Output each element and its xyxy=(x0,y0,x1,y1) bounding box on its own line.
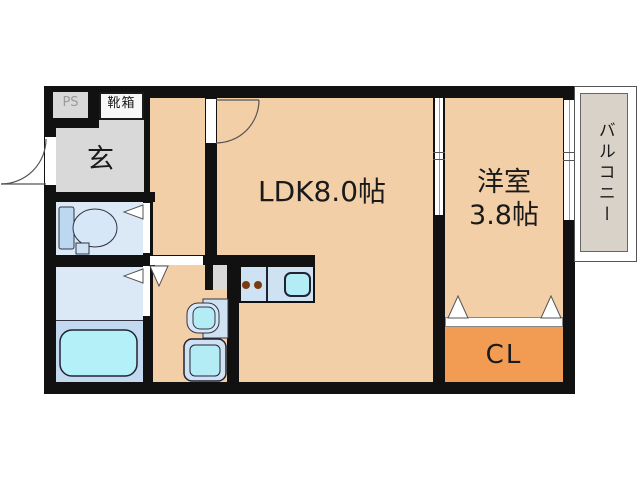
closet-folding-door-icon xyxy=(445,317,563,327)
door-swing-arc-icon xyxy=(0,138,47,185)
window-icon xyxy=(563,152,575,153)
ldk-door-opening xyxy=(206,99,216,143)
wall-horizontal-1 xyxy=(44,192,155,202)
sliding-door-icon xyxy=(433,159,445,160)
pipe-space-label: PS xyxy=(62,95,79,110)
wall-nook-ldk xyxy=(227,255,239,382)
ldk-room-label: LDK8.0帖 xyxy=(257,175,387,208)
stove-burners-icon xyxy=(242,281,250,289)
wall-horizontal-2 xyxy=(44,255,155,267)
wall-duct xyxy=(205,265,213,290)
window-icon xyxy=(563,160,575,161)
kitchen-counter-divider xyxy=(266,267,268,301)
wall-ps-right xyxy=(88,86,99,118)
wall-entrance-right xyxy=(144,98,150,192)
shoe-box xyxy=(99,92,144,120)
western-room-label-line2: 3.8帖 xyxy=(469,200,539,231)
stove-burners-icon xyxy=(254,281,262,289)
shoe-box-label: 靴箱 xyxy=(107,96,136,111)
closet-floor xyxy=(445,327,563,382)
duct-box xyxy=(213,265,227,290)
hallway-door-opening xyxy=(150,256,203,265)
entrance-door-opening xyxy=(45,137,56,185)
wall-ps-below xyxy=(44,118,99,128)
kitchen-sink-icon xyxy=(284,272,311,297)
sliding-door-icon xyxy=(439,98,440,215)
washroom-door-opening xyxy=(143,266,150,316)
toilet-room-floor xyxy=(56,202,143,255)
western-room-label-line1: 洋室 xyxy=(477,167,531,198)
sliding-door-icon xyxy=(433,152,445,153)
closet-label: CL xyxy=(485,340,523,370)
entrance-label: 玄 xyxy=(87,144,114,175)
bathroom-floor xyxy=(56,320,143,382)
entrance-floor xyxy=(56,119,145,192)
pipe-space-box xyxy=(53,92,88,118)
washroom-floor xyxy=(56,267,143,320)
toilet-door-opening xyxy=(143,203,150,253)
balcony-label: バルコニー xyxy=(594,120,615,226)
western-room-label: 洋室 3.8帖 xyxy=(445,166,563,232)
balcony-floor xyxy=(580,93,628,252)
